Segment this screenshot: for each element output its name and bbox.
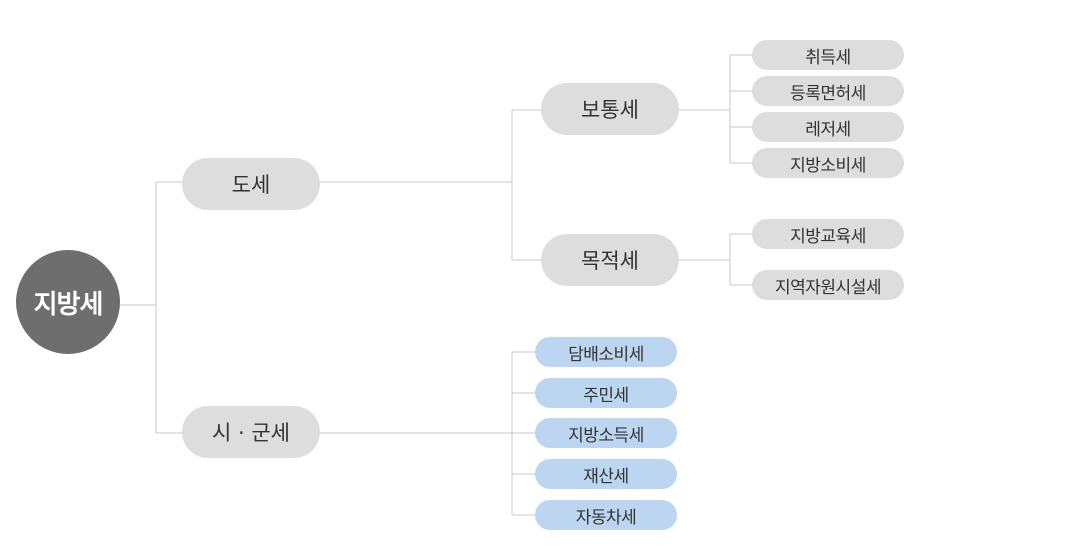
- connector-purpose: [678, 233, 753, 286]
- city-item-label: 재산세: [583, 466, 629, 487]
- ordinary-item: 취득세: [752, 40, 904, 70]
- city-item-label: 자동차세: [575, 507, 637, 528]
- city-item-label: 지방소득세: [568, 425, 644, 446]
- ordinary-item: 등록면허세: [752, 76, 904, 106]
- ordinary-item: 지방소비세: [752, 148, 904, 178]
- city-item-label: 담배소비세: [568, 344, 644, 365]
- root-node: 지방세: [16, 250, 120, 354]
- ordinary-item-label: 레저세: [805, 119, 851, 140]
- purpose-tax-label: 목적세: [581, 249, 639, 273]
- purpose-item: 지방교육세: [752, 219, 904, 249]
- province-tax-node: 도세: [182, 158, 320, 210]
- purpose-item-label: 지방교육세: [790, 226, 866, 247]
- ordinary-tax-label: 보통세: [581, 98, 639, 122]
- ordinary-item: 레저세: [752, 112, 904, 142]
- ordinary-item-label: 지방소비세: [790, 155, 866, 176]
- city-item: 자동차세: [535, 500, 677, 530]
- city-item: 주민세: [535, 378, 677, 408]
- city-item-label: 주민세: [583, 385, 629, 406]
- city-item: 재산세: [535, 459, 677, 489]
- purpose-item-label: 지역자원시설세: [775, 277, 881, 298]
- purpose-tax-node: 목적세: [541, 234, 679, 286]
- city-tax-node: 시 · 군세: [182, 406, 320, 458]
- city-item: 지방소득세: [535, 418, 677, 448]
- ordinary-item-label: 등록면허세: [790, 83, 866, 104]
- connector-province: [318, 109, 542, 261]
- province-tax-label: 도세: [231, 173, 271, 197]
- connector-ordinary: [678, 54, 753, 164]
- purpose-item: 지역자원시설세: [752, 270, 904, 300]
- city-tax-label: 시 · 군세: [212, 421, 290, 445]
- ordinary-tax-node: 보통세: [541, 83, 679, 135]
- connector-root: [120, 181, 184, 434]
- root-label: 지방세: [33, 289, 104, 320]
- connector-city: [318, 351, 536, 516]
- city-item: 담배소비세: [535, 337, 677, 367]
- ordinary-item-label: 취득세: [805, 47, 851, 68]
